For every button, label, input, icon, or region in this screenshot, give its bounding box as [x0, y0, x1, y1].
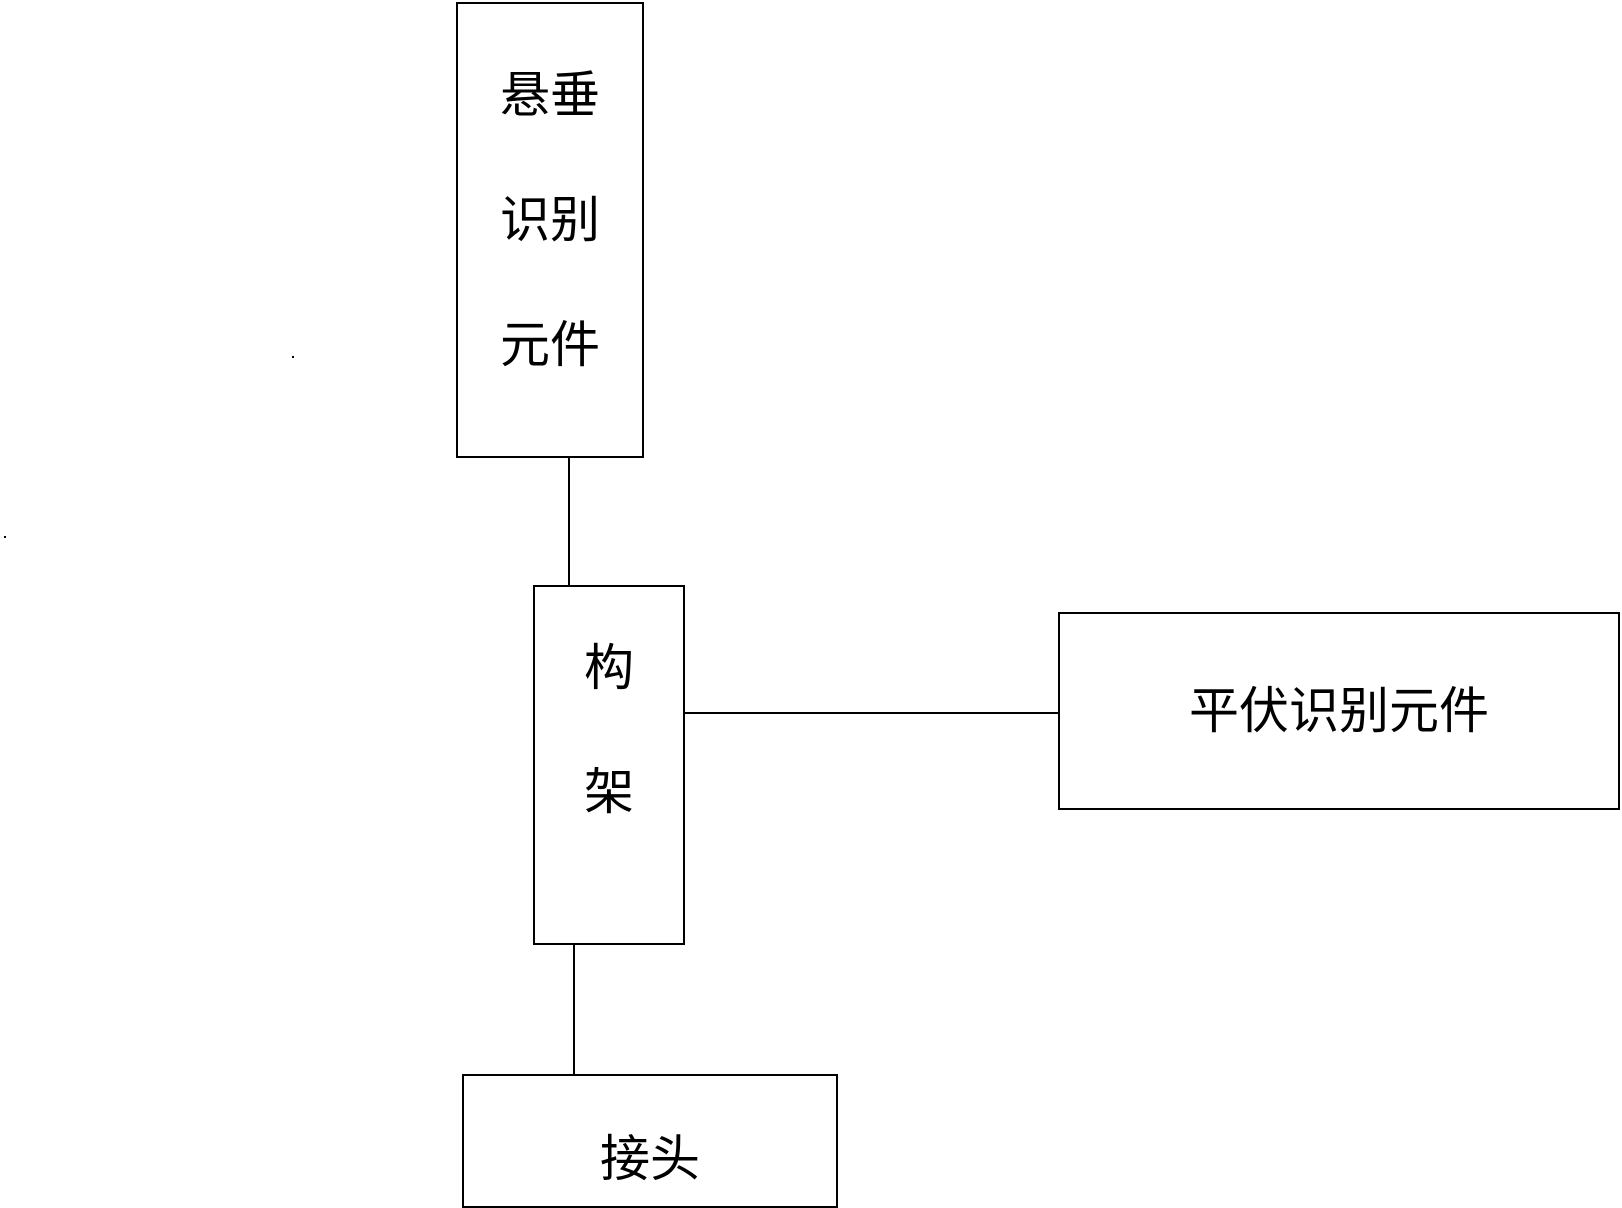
connector-joint-box: 接头	[462, 1074, 838, 1208]
speck-dot	[4, 536, 6, 538]
frame-label-line-2: 架	[535, 767, 683, 817]
connector-line-right	[685, 712, 1059, 714]
frame-box: 构 架	[533, 585, 685, 945]
horizontal-identification-element-box: 平伏识别元件	[1058, 612, 1620, 810]
speck-dot	[292, 356, 294, 358]
frame-label-line-1: 构	[535, 643, 683, 693]
connector-joint-label: 接头	[464, 1134, 836, 1184]
vertical-element-label-line-2: 识别	[458, 195, 642, 245]
connector-line-bottom	[573, 945, 575, 1075]
vertical-element-label-line-3: 元件	[458, 320, 642, 370]
vertical-identification-element-box: 悬垂 识别 元件	[456, 2, 644, 458]
connector-line-top	[568, 458, 570, 586]
horizontal-element-label: 平伏识别元件	[1060, 686, 1618, 736]
vertical-element-label-line-1: 悬垂	[458, 70, 642, 120]
